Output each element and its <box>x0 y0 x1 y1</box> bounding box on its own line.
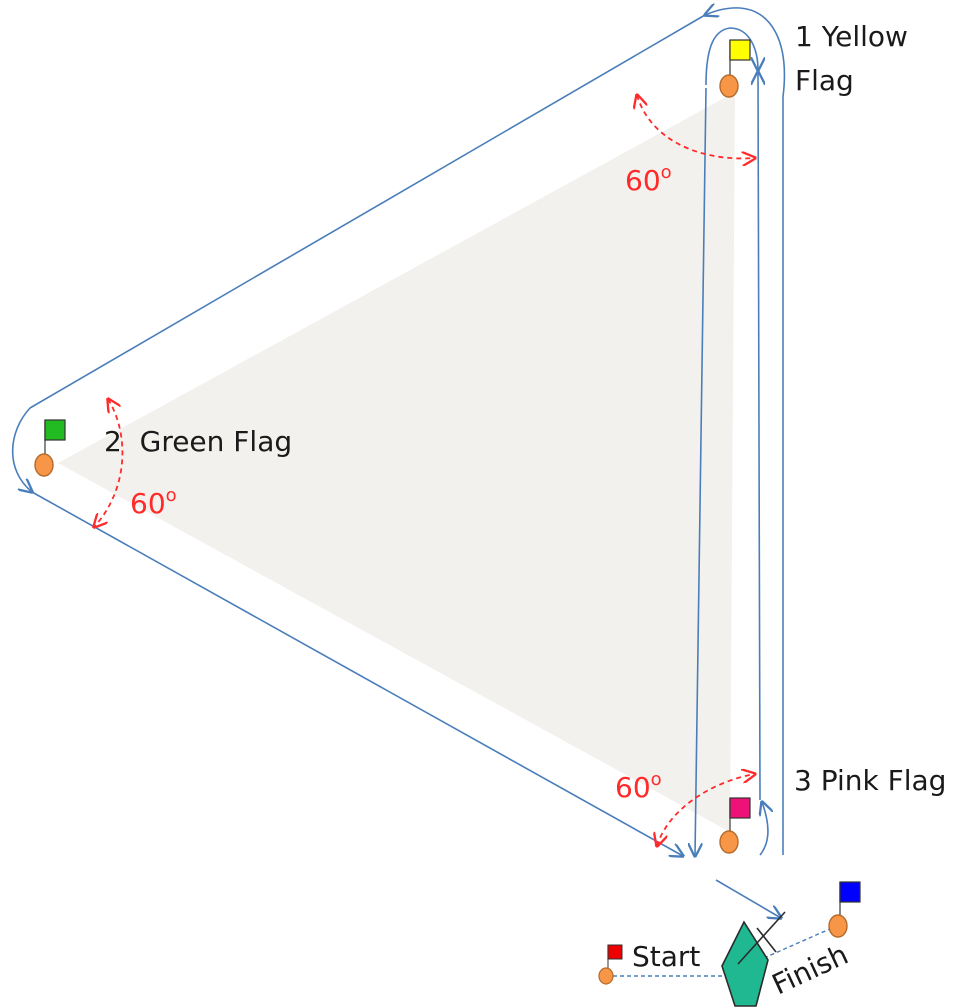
green-mark-label: 2 Green Flag <box>104 425 292 458</box>
finish-buoy-icon <box>828 914 848 938</box>
pink-mark-label: 3 Pink Flag <box>794 764 946 797</box>
blue-flag-icon <box>839 881 861 903</box>
rounding-arc-green <box>11 407 32 492</box>
leg-to-finish <box>715 879 781 918</box>
leg-green-to-pink <box>31 491 683 856</box>
leg-yellow-to-pink-down <box>695 87 707 856</box>
course-legs <box>11 8 786 918</box>
start-label: Start <box>632 940 700 973</box>
committee-boat-icon <box>721 911 786 1007</box>
start-finish-lines <box>613 927 833 977</box>
mark-finish <box>828 881 861 938</box>
finish-line <box>763 927 833 959</box>
rounding-arc-yellow <box>705 8 786 98</box>
angle-arcs <box>94 95 755 846</box>
green-buoy-icon <box>34 453 54 477</box>
angle-label-left: 60o <box>130 485 177 520</box>
yellow-buoy-icon <box>719 74 739 98</box>
angle-label-top: 60o <box>625 162 672 197</box>
pink-buoy-icon <box>719 830 739 854</box>
red-flag-icon <box>607 944 623 960</box>
mark-start <box>598 944 623 985</box>
mark-green <box>34 419 66 477</box>
yellow-flag-icon <box>729 39 751 61</box>
angle-arc-bottom <box>657 774 755 846</box>
angle-arc-top <box>637 95 755 158</box>
rounding-arc-pink <box>760 802 768 856</box>
pink-flag-icon <box>729 797 751 819</box>
angle-label-bottom: 60o <box>615 769 662 804</box>
yellow-mark-label-line2: Flag <box>795 64 854 97</box>
rounding-arc-yellow-inner <box>705 27 758 86</box>
green-flag-icon <box>44 419 66 441</box>
leg-pink-to-yellow-up <box>758 72 760 801</box>
leg-yellow-to-green <box>29 14 706 409</box>
start-buoy-icon <box>598 967 614 985</box>
finish-label: Finish <box>767 938 853 1002</box>
mark-yellow <box>719 39 751 98</box>
mark-pink <box>719 797 751 854</box>
course-triangle-area <box>58 92 735 832</box>
yellow-mark-label-line1: 1 Yellow <box>795 20 908 53</box>
angle-arc-left <box>94 399 124 527</box>
